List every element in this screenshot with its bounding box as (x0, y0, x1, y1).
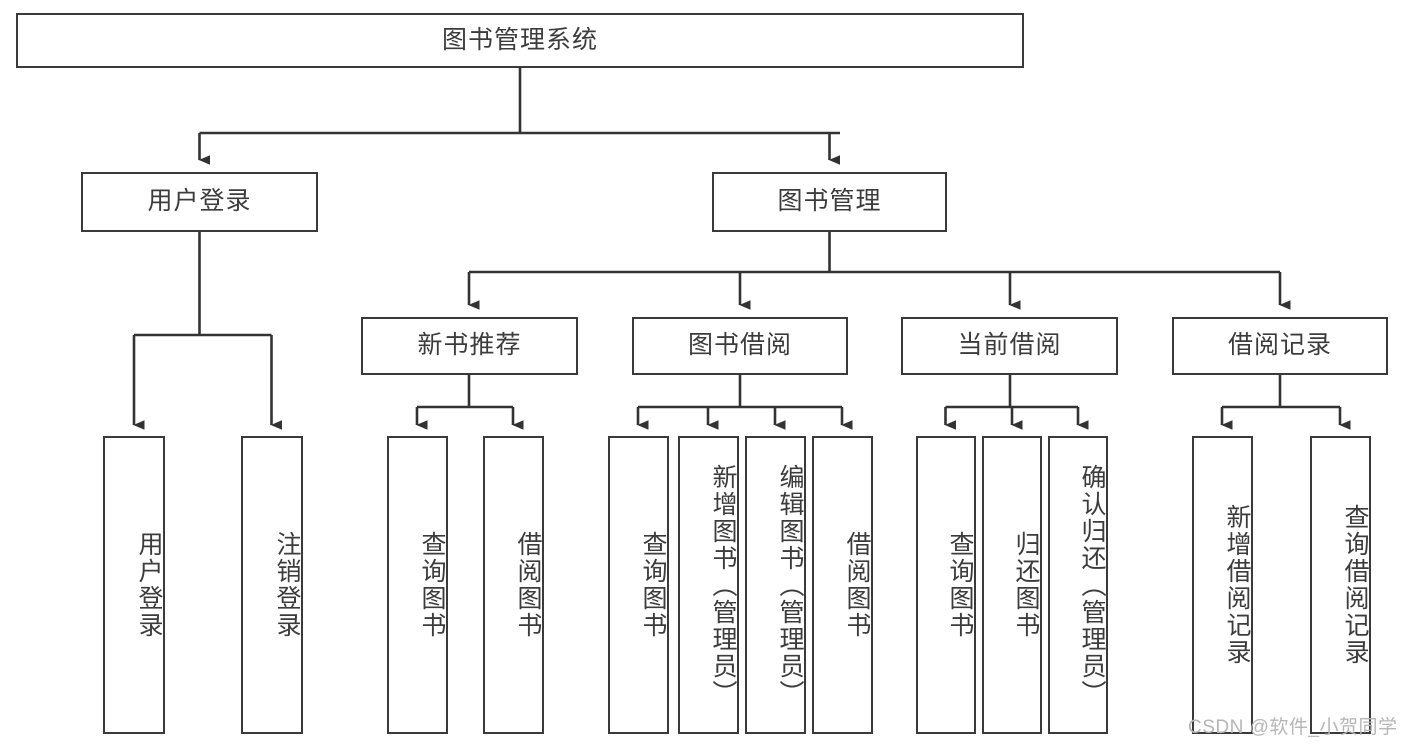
node-label: 图书借阅 (687, 331, 792, 360)
leaf-add-book[interactable]: 新增图书（管理员） (678, 436, 739, 734)
node-label: 新增图书（管理员） (709, 463, 737, 707)
leaf-add-record[interactable]: 新增借阅记录 (1192, 436, 1253, 734)
node-label: 图书管理 (777, 187, 882, 216)
leaf-edit-book[interactable]: 编辑图书（管理员） (745, 436, 806, 734)
node-label: 查询图书 (946, 531, 974, 639)
node-label: 新书推荐 (417, 331, 522, 360)
node-label: 编辑图书（管理员） (776, 463, 804, 707)
leaf-logout-login[interactable]: 注销登录 (241, 436, 303, 734)
node-current-borrow[interactable]: 当前借阅 (901, 317, 1118, 375)
node-label: 确认归还（管理员） (1078, 463, 1106, 707)
node-label: 用户登录 (135, 531, 163, 639)
leaf-borrow-book-1[interactable]: 借阅图书 (483, 436, 544, 734)
node-label: 查询图书 (418, 531, 446, 639)
node-book-management[interactable]: 图书管理 (712, 172, 947, 232)
node-label: 当前借阅 (957, 331, 1062, 360)
leaf-return-book[interactable]: 归还图书 (982, 436, 1042, 734)
leaf-confirm-return[interactable]: 确认归还（管理员） (1048, 436, 1108, 734)
leaf-query-record[interactable]: 查询借阅记录 (1310, 436, 1371, 734)
leaf-query-book-1[interactable]: 查询图书 (387, 436, 448, 734)
node-label: 注销登录 (273, 531, 301, 639)
node-label: 借阅图书 (514, 531, 542, 639)
node-label: 查询图书 (639, 531, 667, 639)
node-label: 用户登录 (147, 187, 252, 216)
node-label: 图书管理系统 (441, 25, 598, 54)
node-root-book-management-system[interactable]: 图书管理系统 (16, 13, 1024, 68)
leaf-query-book-3[interactable]: 查询图书 (916, 436, 976, 734)
node-book-borrow[interactable]: 图书借阅 (632, 317, 848, 375)
leaf-user-login[interactable]: 用户登录 (103, 436, 165, 734)
node-label: 借阅图书 (843, 531, 871, 639)
node-label: 归还图书 (1012, 531, 1040, 639)
node-user-login[interactable]: 用户登录 (81, 172, 318, 232)
leaf-query-book-2[interactable]: 查询图书 (608, 436, 669, 734)
node-label: 查询借阅记录 (1341, 504, 1369, 666)
node-borrow-record[interactable]: 借阅记录 (1172, 317, 1388, 375)
node-new-book-recommend[interactable]: 新书推荐 (361, 317, 578, 375)
watermark-text: CSDN @软件_小贺同学 (1188, 717, 1398, 738)
node-label: 新增借阅记录 (1223, 504, 1251, 666)
node-label: 借阅记录 (1227, 331, 1332, 360)
leaf-borrow-book-2[interactable]: 借阅图书 (812, 436, 873, 734)
